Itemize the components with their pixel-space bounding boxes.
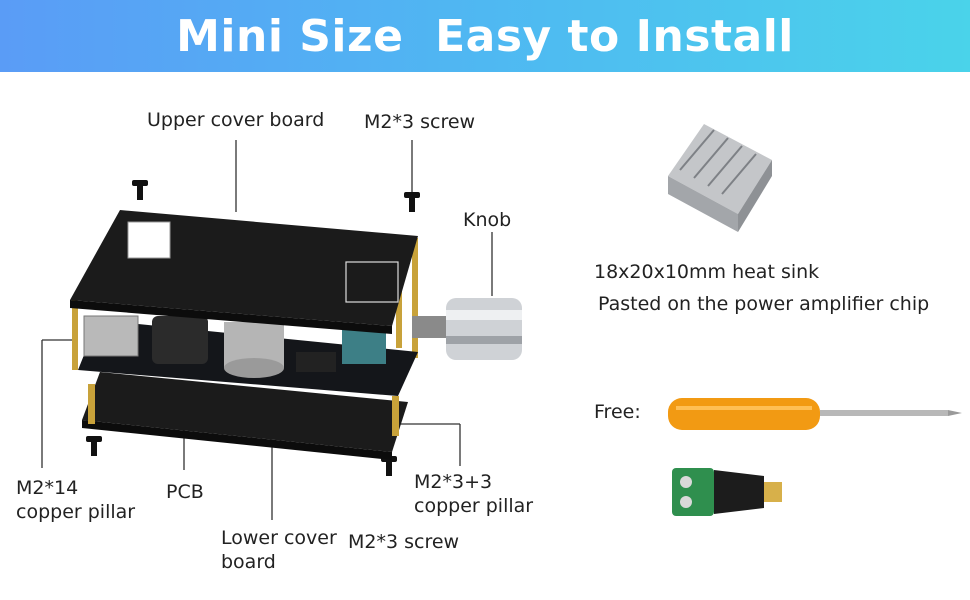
knob	[412, 298, 522, 360]
heat-sink-image	[668, 124, 772, 232]
cover-cutout	[127, 221, 171, 259]
cover-panel-icons	[345, 261, 399, 303]
screw-top-right	[404, 192, 420, 212]
free-label: Free:	[594, 401, 641, 423]
heat-sink-note-text: Pasted on the power amplifier chip	[598, 293, 930, 315]
label-m2x3-3-copper-pillar: M2*3+3 copper pillar	[414, 470, 533, 518]
label-m2x14-copper-pillar: M2*14 copper pillar	[16, 476, 135, 524]
label-m2x14-line2: copper pillar	[16, 501, 136, 523]
chip	[296, 352, 336, 372]
label-lower-cover-board: Lower cover board	[221, 526, 337, 574]
label-lower-cover-line1: Lower cover	[221, 527, 337, 549]
screwdriver-image	[668, 398, 962, 430]
lower-cover-board	[82, 372, 408, 452]
heat-sink-size-text: 18x20x10mm heat sink	[594, 261, 820, 283]
label-m2x3-3-line1: M2*3+3	[414, 471, 493, 493]
dc-connector-image	[672, 468, 782, 516]
label-upper-cover-board: Upper cover board	[147, 109, 325, 131]
label-m2x3-3-line2: copper pillar	[414, 495, 534, 517]
label-m2x14-line1: M2*14	[16, 477, 79, 499]
label-knob: Knob	[463, 209, 512, 231]
label-lower-cover-line2: board	[221, 551, 276, 573]
banner-title: Mini Size Easy to Install	[176, 10, 794, 62]
screw-bottom-left	[86, 436, 102, 456]
title-banner: Mini Size Easy to Install	[0, 0, 970, 72]
inductor	[152, 316, 208, 364]
label-m2x3-screw-bottom: M2*3 screw	[348, 531, 460, 553]
screw-top-left	[132, 180, 148, 200]
terminal-block	[342, 330, 386, 364]
label-m2x3-screw-top: M2*3 screw	[364, 111, 476, 133]
label-pcb: PCB	[166, 481, 204, 503]
usb-port	[83, 315, 139, 357]
